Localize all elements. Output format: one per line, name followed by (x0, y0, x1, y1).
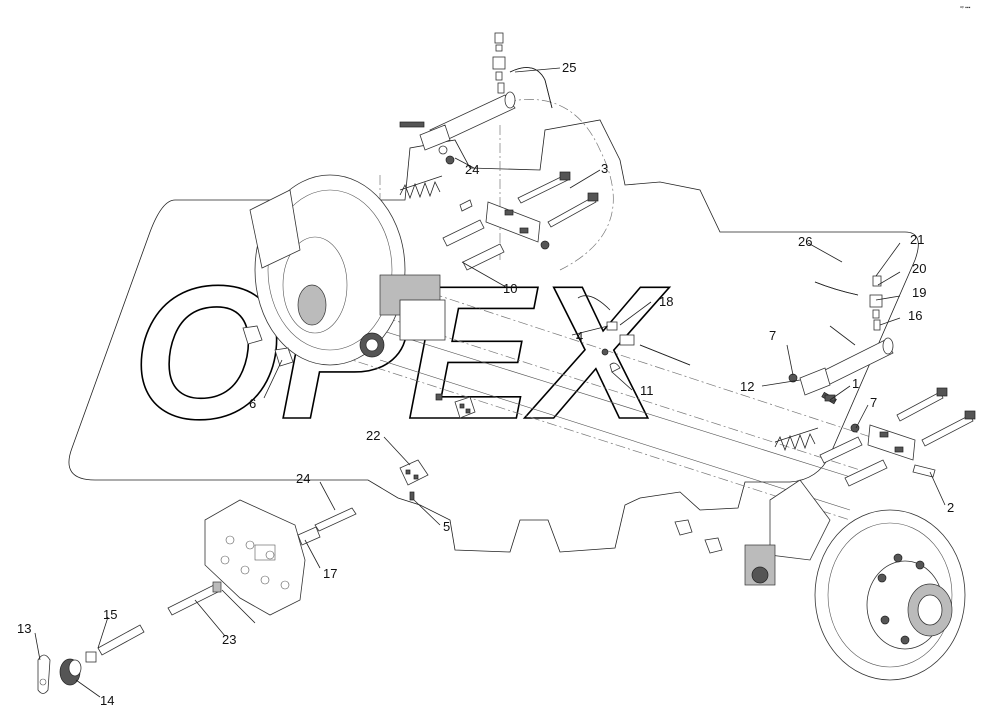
watermark-gear-outline (68, 119, 919, 553)
callout-13: 15 (103, 607, 117, 622)
connector-12 (59, 658, 82, 686)
return-spring-bottom (774, 427, 819, 452)
bracket-top (485, 201, 541, 243)
shaft-21 (167, 581, 222, 616)
fittings-right (869, 275, 883, 331)
nuts-left (242, 325, 294, 367)
callout-1: 1 (852, 376, 859, 391)
corner-mark: ᵃᵖ ▪▪▪ (960, 5, 971, 11)
callout-8: 10 (503, 281, 517, 296)
callout-17: 19 (912, 285, 926, 300)
callout-11: 13 (17, 621, 31, 636)
return-spring-top (399, 175, 443, 200)
callout-4: 4 (576, 329, 583, 344)
callout-10: 12 (740, 379, 754, 394)
callout-20: 22 (366, 428, 380, 443)
left-wheel-hub (249, 174, 446, 366)
mounting-plate (204, 499, 306, 616)
center-small-parts (601, 321, 635, 373)
fittings-top (492, 32, 506, 94)
leader-lines (34, 67, 946, 698)
callout-21: 23 (222, 632, 236, 647)
callout-14: 16 (908, 308, 922, 323)
callout-5: 5 (443, 519, 450, 534)
clamp-block-lower (399, 459, 429, 501)
callout-6: 6 (249, 396, 256, 411)
brake-cylinder-right (799, 337, 894, 405)
callout-7-lower: 7 (870, 395, 877, 410)
callout-24-right: 26 (798, 234, 812, 249)
nuts-right-lower (674, 519, 723, 554)
callout-labels: 25 24 3 10 4 18 11 6 7 26 21 20 19 16 12… (17, 60, 954, 708)
callout-18: 20 (912, 261, 926, 276)
bracket-right (867, 424, 916, 461)
shaft-13 (85, 624, 145, 663)
callout-22: 24 (465, 162, 479, 177)
clamp-block-upper (435, 393, 476, 419)
hose-right (814, 281, 859, 296)
right-wheel-hub (744, 479, 966, 681)
callout-7-upper: 7 (769, 328, 776, 343)
clip-11 (37, 654, 51, 694)
callout-2: 2 (947, 500, 954, 515)
callout-3: 3 (601, 161, 608, 176)
bolts-right (788, 373, 976, 487)
callout-24-top: 25 (562, 60, 576, 75)
callout-15: 17 (323, 566, 337, 581)
callout-16: 18 (659, 294, 673, 309)
shaft-23 (297, 507, 357, 546)
bolts-top (442, 155, 599, 271)
callout-12: 14 (100, 693, 114, 708)
hose-center (577, 295, 691, 366)
hose-top (509, 67, 553, 109)
brake-cylinder-top (399, 91, 516, 155)
callout-9: 11 (640, 383, 654, 398)
callout-23: 24 (296, 471, 310, 486)
callout-19: 21 (910, 232, 924, 247)
